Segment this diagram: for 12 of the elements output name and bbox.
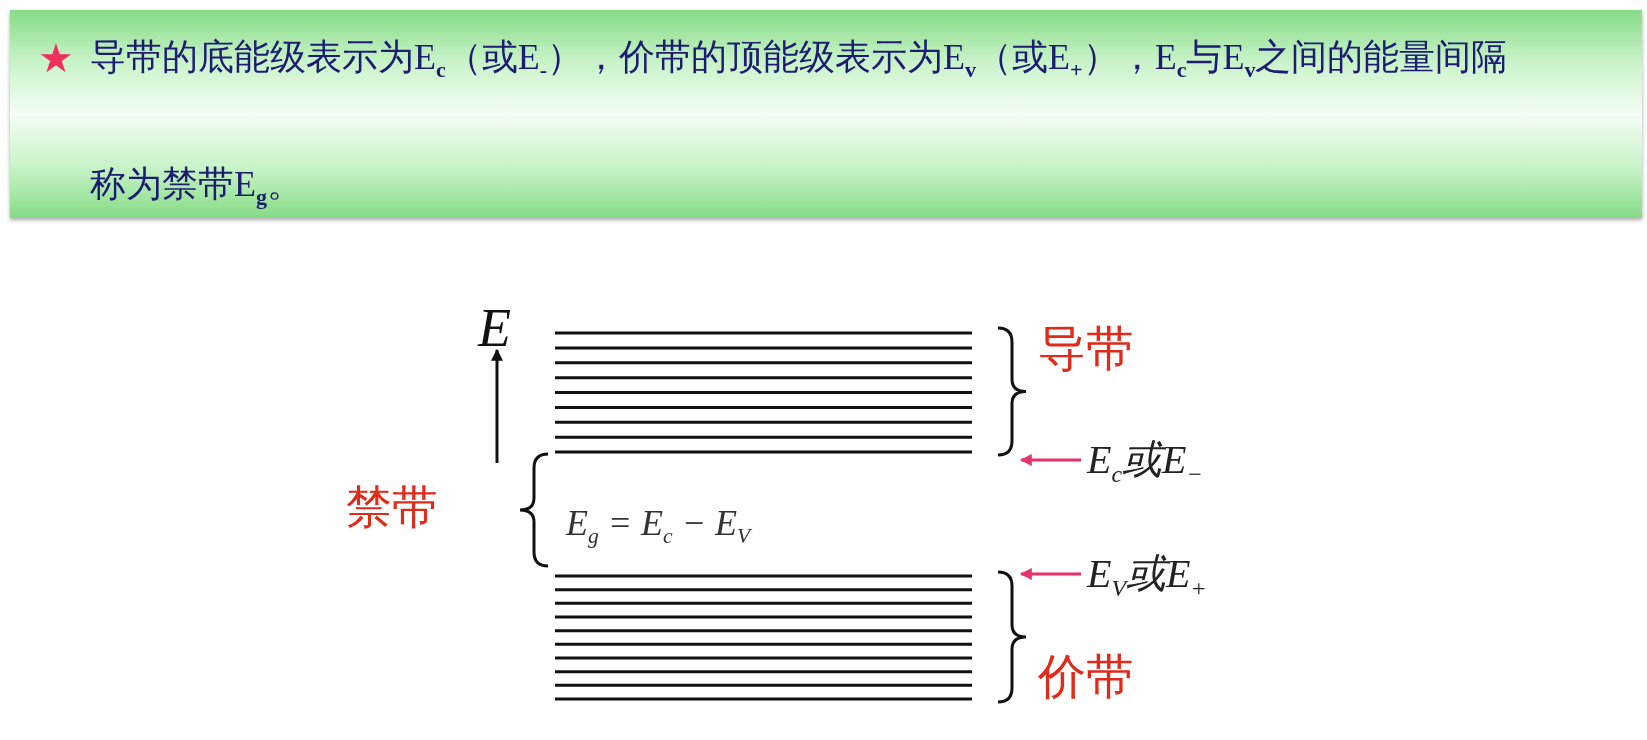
note-text: 导带的底能级表示为E$_{c}$（或E$_{-}$），价带的顶能级表示为E$_{v}$（或E$_{+}$），E$_{c}$与E$_{v}$之间的能量间隔称为禁带E$_{g}$。 — [90, 36, 1509, 212]
arrow — [1019, 568, 1081, 580]
band-edge-label: E$_{V}$或E$_{+}$ — [1087, 550, 1207, 603]
axis-label: E — [478, 297, 511, 360]
note-banner — [10, 10, 1642, 218]
arrow — [1019, 454, 1081, 466]
band-label: 导带 — [1038, 320, 1134, 376]
band-label: 价带 — [1038, 648, 1134, 704]
gap-label: 禁带 — [346, 480, 438, 536]
band-edge-label: E$_{c}$或E$_{−}$ — [1087, 436, 1203, 489]
formula-text: E$_{g}$ = E$_{c}$ − E$_{V}$ — [566, 502, 751, 551]
star-icon: ★ — [38, 36, 74, 80]
